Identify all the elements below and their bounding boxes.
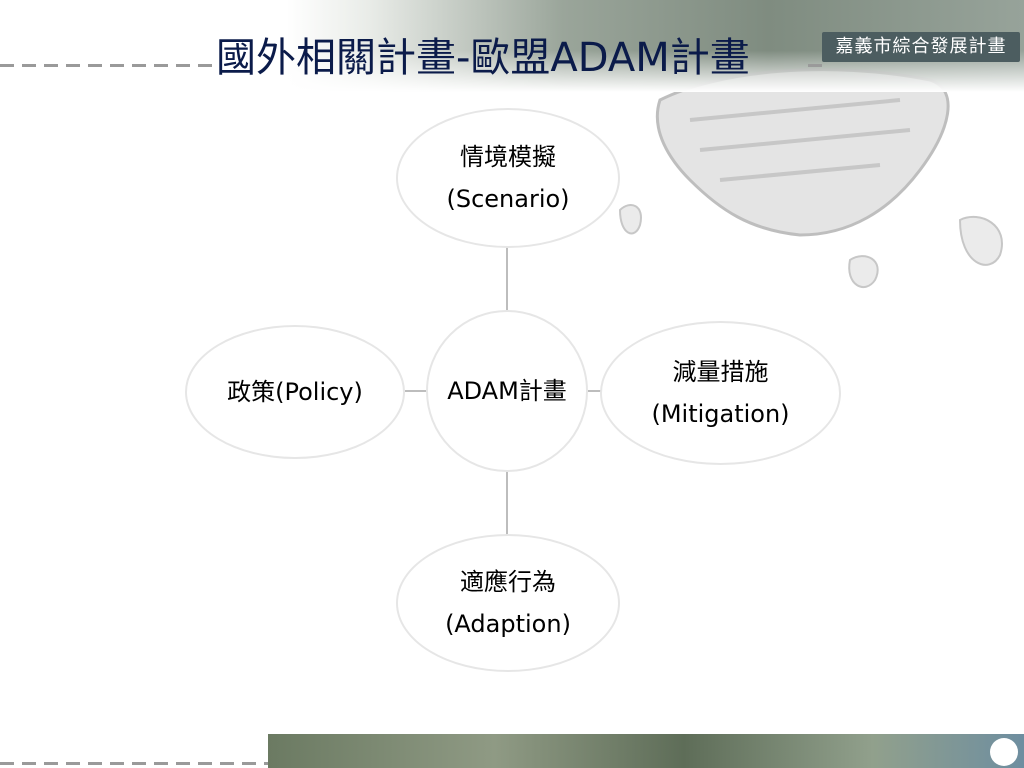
node-scenario-label: 情境模擬 xyxy=(460,143,556,171)
map-illustration xyxy=(618,68,1003,289)
page-title: 國外相關計畫-歐盟ADAM計畫 xyxy=(216,35,750,81)
node-adaption-label: 適應行為 xyxy=(460,568,556,596)
footer-circle xyxy=(990,738,1018,766)
node-center-label: ADAM計畫 xyxy=(447,376,567,405)
node-mitigation-label: 減量措施 xyxy=(672,358,769,386)
node-mitigation: 減量措施 (Mitigation) xyxy=(600,321,841,465)
footer-divider xyxy=(0,762,268,765)
node-adaption: 適應行為 (Adaption) xyxy=(396,534,620,672)
footer-banner xyxy=(268,734,1024,768)
brand-logo: 嘉義市綜合發展計畫 xyxy=(822,32,1020,62)
node-mitigation-sublabel: (Mitigation) xyxy=(651,400,790,428)
title-divider-left xyxy=(0,64,215,67)
title-divider-right xyxy=(808,64,822,67)
node-center: ADAM計畫 xyxy=(426,310,588,472)
node-adaption-sublabel: (Adaption) xyxy=(445,610,571,638)
node-scenario-sublabel: (Scenario) xyxy=(446,185,570,213)
node-policy: 政策(Policy) xyxy=(185,325,405,459)
node-scenario: 情境模擬 (Scenario) xyxy=(396,108,620,248)
node-policy-label: 政策(Policy) xyxy=(227,378,363,406)
